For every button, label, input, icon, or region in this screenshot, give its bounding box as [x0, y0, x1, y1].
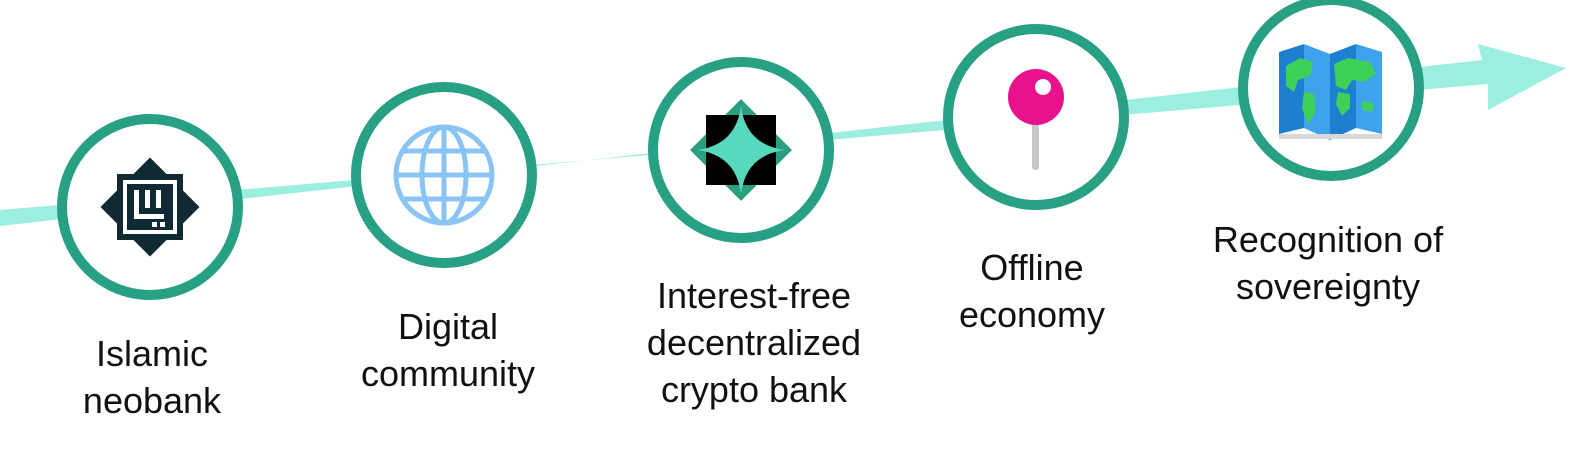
step-node-3	[648, 57, 834, 243]
step-label-4-line-2: economy	[958, 294, 1106, 335]
step-label-4: Offline economy	[872, 244, 1192, 338]
step-label-3: Interest-free decentralized crypto bank	[594, 272, 914, 413]
step-label-4-line-1: Offline	[980, 247, 1084, 288]
step-node-2	[351, 82, 537, 268]
step-node-1	[57, 114, 243, 300]
islamic-geometric-logo-icon	[100, 157, 200, 257]
globe-icon	[393, 124, 495, 226]
step-label-3-line-2: decentralized	[646, 322, 862, 363]
world-map-icon	[1279, 44, 1382, 140]
step-label-5: Recognition of sovereignty	[1168, 216, 1488, 310]
step-label-1: Islamic neobank	[0, 330, 312, 424]
step-node-4	[943, 24, 1129, 210]
step-node-5	[1238, 0, 1424, 181]
pushpin-icon	[1008, 69, 1064, 170]
step-label-1-line-1: Islamic	[95, 333, 208, 374]
step-label-2: Digital community	[288, 303, 608, 397]
sparkle-diamond-icon	[690, 99, 792, 201]
step-label-3-line-3: crypto bank	[660, 369, 848, 410]
step-label-2-line-2: community	[360, 353, 536, 394]
step-label-2-line-1: Digital	[397, 306, 499, 347]
step-label-1-line-2: neobank	[82, 380, 222, 421]
step-label-5-line-1: Recognition of	[1212, 219, 1444, 260]
step-label-3-line-1: Interest-free	[656, 275, 852, 316]
step-label-5-line-2: sovereignty	[1235, 266, 1421, 307]
